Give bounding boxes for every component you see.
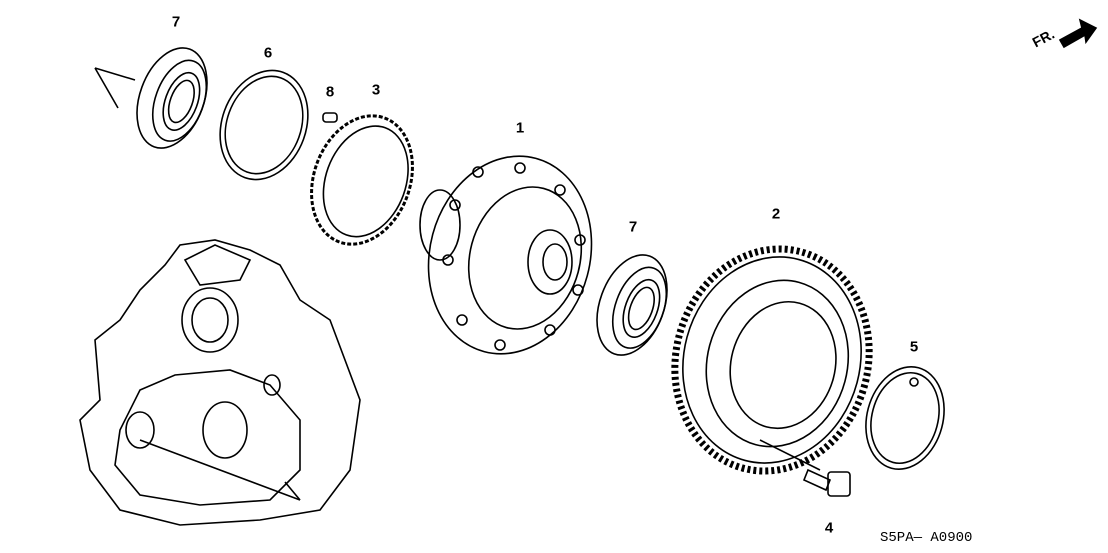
callout-1: 1 xyxy=(515,119,525,137)
transmission-housing xyxy=(79,239,361,526)
callout-4: 4 xyxy=(824,519,834,537)
ring-3 xyxy=(310,114,414,246)
final-driven-gear-2 xyxy=(671,245,873,475)
snap-ring-6 xyxy=(219,69,309,181)
bolt-4 xyxy=(802,468,851,497)
callout-3: 3 xyxy=(371,81,381,99)
diagram-code: S5PA— A0900 xyxy=(880,530,973,546)
callout-2: 2 xyxy=(771,205,781,223)
callout-5: 5 xyxy=(909,338,919,356)
snap-ring-5 xyxy=(865,366,945,470)
leader-line xyxy=(94,67,136,81)
callout-7-lower: 7 xyxy=(628,218,638,236)
bearing-7-lower xyxy=(596,254,668,356)
differential-case-1 xyxy=(419,155,593,355)
callout-6: 6 xyxy=(263,44,273,62)
callout-7-upper: 7 xyxy=(171,13,181,31)
front-direction-arrow-icon xyxy=(1058,18,1098,49)
bearing-7-upper xyxy=(136,47,208,149)
leader-line xyxy=(759,439,821,471)
leader-line xyxy=(94,67,119,109)
pin-8 xyxy=(322,112,338,123)
callout-8: 8 xyxy=(325,83,335,101)
